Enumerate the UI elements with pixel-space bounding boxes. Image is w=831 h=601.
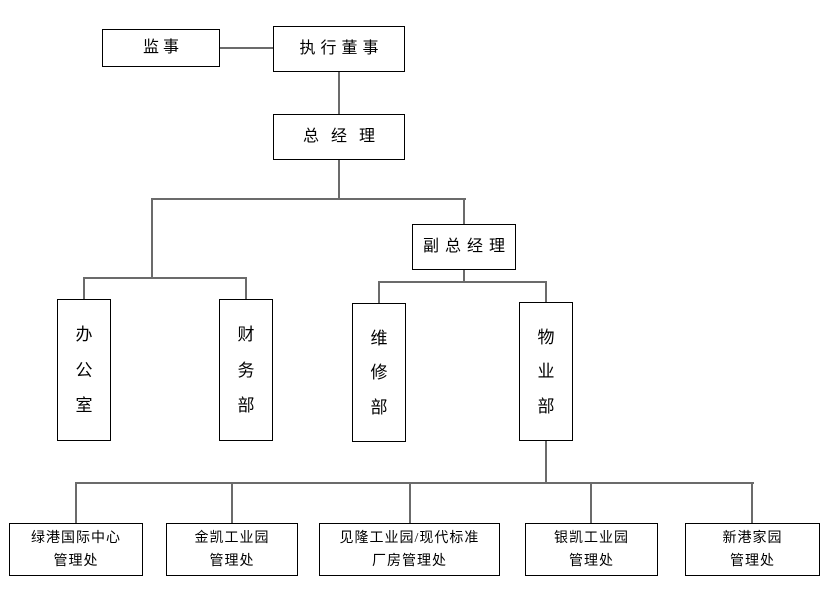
connector-office-drop — [83, 277, 85, 300]
node-jianlong-office: 见隆工业园/现代标准 厂房管理处 — [319, 523, 500, 576]
node-deputy-general-manager: 副总经理 — [412, 224, 516, 270]
connector-property-stem — [545, 440, 547, 484]
connector-jinkai-drop — [231, 482, 233, 523]
connector-lvgang-drop — [75, 482, 77, 523]
connector-supervisor-director — [220, 47, 273, 49]
connector-jianlong-drop — [409, 482, 411, 523]
connector-deputy-gm-drop — [463, 198, 465, 225]
node-general-manager: 总经理 — [273, 114, 405, 160]
connector-yinkai-drop — [590, 482, 592, 523]
node-xingang-office: 新港家园 管理处 — [685, 523, 820, 576]
node-office-dept: 办公室 — [57, 299, 111, 441]
node-maintenance-dept-label: 维修部 — [370, 328, 388, 417]
node-xingang-office-label-line2: 管理处 — [730, 553, 775, 569]
node-jinkai-office: 金凯工业园 管理处 — [166, 523, 298, 576]
node-supervisor-label: 监事 — [142, 39, 183, 56]
connector-gm-stem — [338, 160, 340, 198]
node-jianlong-office-label-line1: 见隆工业园/现代标准 — [339, 530, 480, 546]
node-property-dept: 物业部 — [519, 302, 573, 441]
node-supervisor: 监事 — [102, 29, 220, 67]
node-executive-director-label: 执行董事 — [299, 40, 384, 57]
node-lvgang-office: 绿港国际中心 管理处 — [9, 523, 143, 576]
node-jianlong-office-label-line2: 厂房管理处 — [372, 553, 447, 569]
connector-gm-rail — [152, 198, 466, 200]
node-finance-dept-label: 财务部 — [237, 325, 255, 415]
connector-maintenance-drop — [378, 281, 380, 304]
node-jinkai-office-label-line1: 金凯工业园 — [194, 530, 270, 546]
node-general-manager-label: 总经理 — [302, 128, 387, 145]
node-yinkai-office: 银凯工业园 管理处 — [525, 523, 658, 576]
node-yinkai-office-label-line2: 管理处 — [569, 553, 614, 569]
node-yinkai-office-label-line1: 银凯工业园 — [554, 530, 629, 546]
node-deputy-general-manager-label: 副总经理 — [422, 238, 511, 255]
node-finance-dept: 财务部 — [219, 299, 273, 441]
connector-office-finance-rail — [84, 277, 247, 279]
node-executive-director: 执行董事 — [273, 26, 405, 72]
connector-offices-rail — [76, 482, 754, 484]
connector-property-drop — [545, 281, 547, 303]
node-lvgang-office-label-line1: 绿港国际中心 — [31, 530, 121, 546]
node-property-dept-label: 物业部 — [537, 327, 555, 416]
node-xingang-office-label-line1: 新港家园 — [722, 530, 783, 546]
connector-director-gm — [338, 72, 340, 114]
node-jinkai-office-label-line2: 管理处 — [209, 553, 255, 569]
connector-gm-left-drop — [151, 198, 153, 277]
connector-finance-drop — [245, 277, 247, 300]
connector-xingang-drop — [751, 482, 753, 523]
node-office-dept-label: 办公室 — [75, 325, 93, 415]
connector-deputy-stem — [463, 270, 465, 283]
node-maintenance-dept: 维修部 — [352, 303, 406, 442]
node-lvgang-office-label-line2: 管理处 — [53, 553, 99, 569]
connector-maint-property-rail — [379, 281, 547, 283]
